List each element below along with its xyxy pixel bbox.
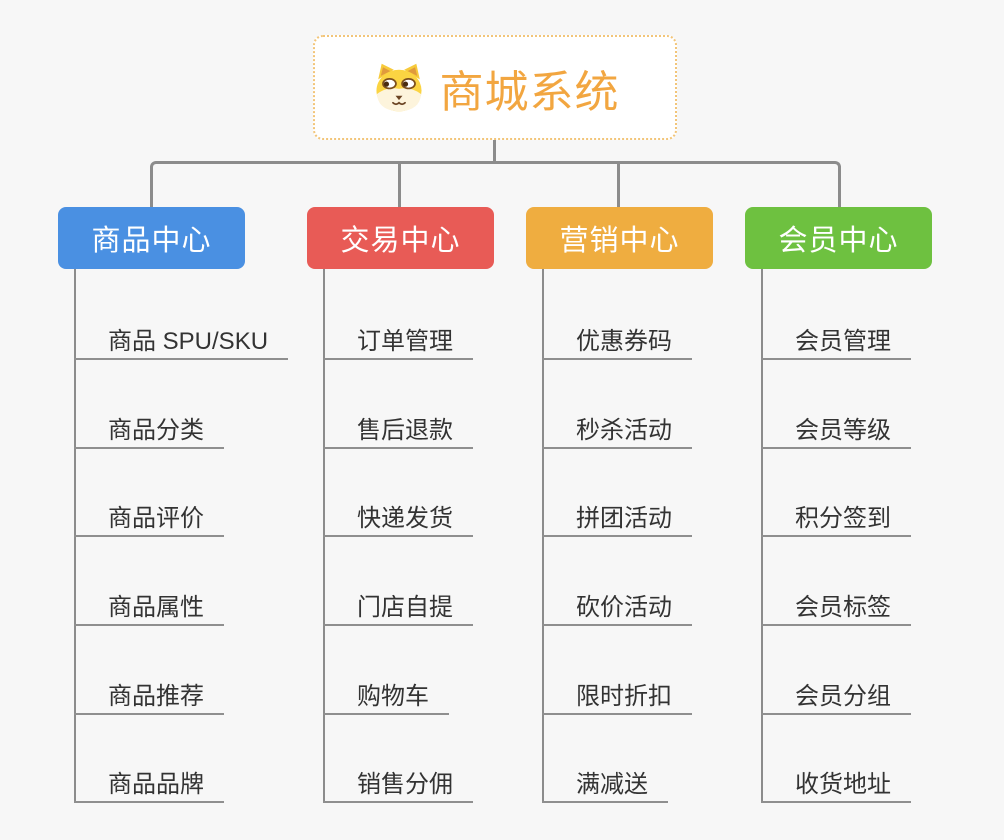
leaf-node[interactable]: 售后退款 xyxy=(323,405,473,449)
leaf-node[interactable]: 限时折扣 xyxy=(542,671,692,715)
leaf-node[interactable]: 优惠券码 xyxy=(542,316,692,360)
branch-node-members[interactable]: 会员中心 xyxy=(745,207,932,269)
leaf-node[interactable]: 销售分佣 xyxy=(323,759,473,803)
leaf-node[interactable]: 门店自提 xyxy=(323,582,473,626)
leaf-node[interactable]: 快递发货 xyxy=(323,493,473,537)
root-node[interactable]: 商城系统 xyxy=(313,35,677,140)
leaf-node[interactable]: 商品推荐 xyxy=(74,671,224,715)
leaf-node[interactable]: 会员等级 xyxy=(761,405,911,449)
leaf-node[interactable]: 商品分类 xyxy=(74,405,224,449)
leaf-node[interactable]: 秒杀活动 xyxy=(542,405,692,449)
branch-connector-drop xyxy=(398,164,401,207)
dog-face-icon xyxy=(375,63,422,111)
leaf-node[interactable]: 商品品牌 xyxy=(74,759,224,803)
leaf-node[interactable]: 满减送 xyxy=(542,759,668,803)
branch-connector-bus xyxy=(150,161,841,210)
root-node-title: 商城系统 xyxy=(439,67,620,117)
leaf-node[interactable]: 商品评价 xyxy=(74,493,224,537)
leaf-node[interactable]: 会员管理 xyxy=(761,316,911,360)
leaf-node[interactable]: 会员分组 xyxy=(761,671,911,715)
branch-node-marketing[interactable]: 营销中心 xyxy=(526,207,713,269)
leaf-node[interactable]: 订单管理 xyxy=(323,316,473,360)
leaf-node[interactable]: 商品属性 xyxy=(74,582,224,626)
branch-node-trade[interactable]: 交易中心 xyxy=(307,207,494,269)
leaf-node[interactable]: 拼团活动 xyxy=(542,493,692,537)
branch-connector-drop xyxy=(617,164,620,207)
leaf-node[interactable]: 商品 SPU/SKU xyxy=(74,316,289,360)
branch-node-products[interactable]: 商品中心 xyxy=(58,207,245,269)
leaf-node[interactable]: 收货地址 xyxy=(761,759,911,803)
root-connector-stub xyxy=(493,139,496,163)
leaf-node[interactable]: 购物车 xyxy=(323,671,449,715)
leaf-node[interactable]: 积分签到 xyxy=(761,493,911,537)
leaf-node[interactable]: 会员标签 xyxy=(761,582,911,626)
leaf-node[interactable]: 砍价活动 xyxy=(542,582,692,626)
